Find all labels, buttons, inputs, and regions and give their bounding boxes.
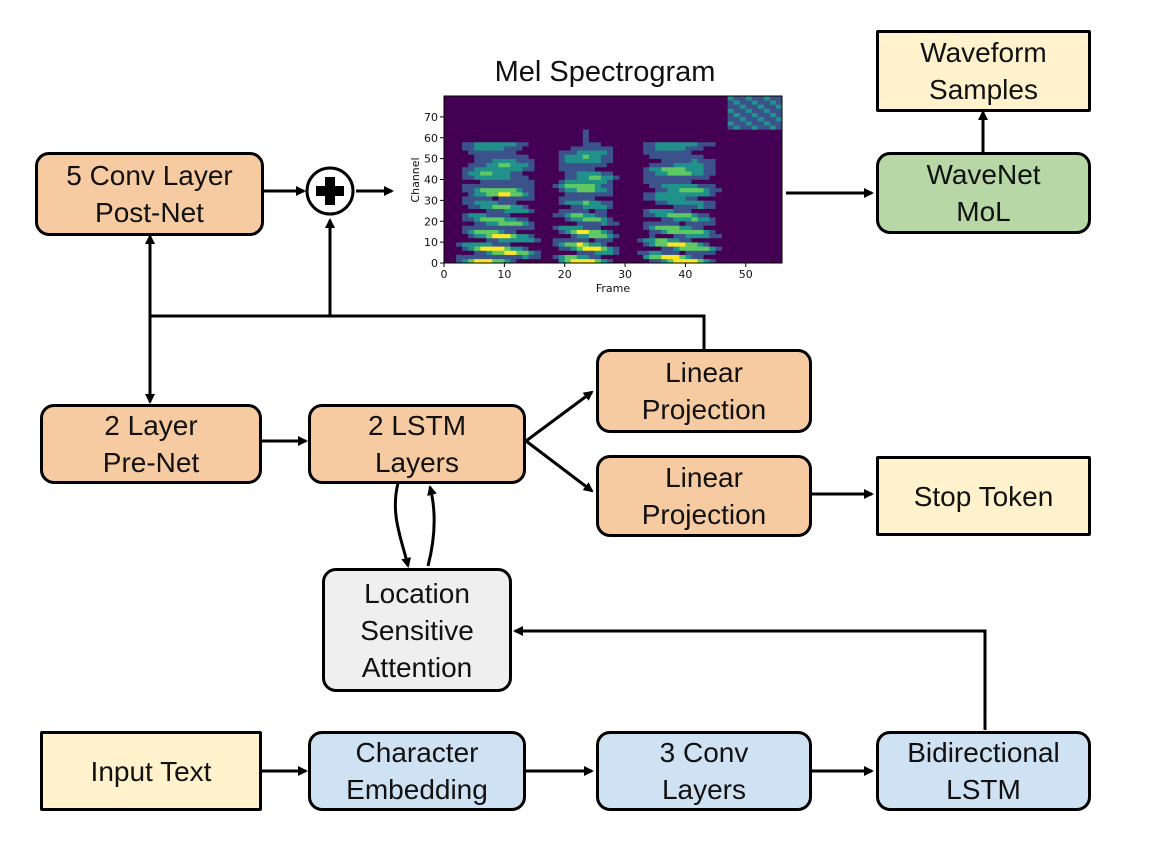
- input-text-box: Input Text: [40, 731, 262, 811]
- edge-lstm-to-attention: [393, 482, 412, 568]
- y-tick-label: 0: [431, 257, 438, 270]
- x-tick-label: 20: [558, 268, 572, 281]
- postnet-label-line: Post-Net: [95, 197, 204, 228]
- char-embed-label-line: Character: [355, 737, 479, 768]
- x-tick-label: 30: [618, 268, 632, 281]
- y-tick-label: 20: [424, 215, 438, 228]
- edge-lstm-to-linproj-top: [525, 390, 594, 443]
- lstm-label-line: 2 LSTM: [367, 410, 467, 441]
- mel-spectrogram-plot: 0 10 20 30 40 50 0 10 20 30 40 50 60 70 Frame Channe…: [409, 95, 783, 295]
- lstm-layers-box: 2 LSTM Layers: [308, 404, 526, 484]
- char-embed-label-line: Embedding: [346, 774, 488, 805]
- attention-label-line: Sensitive: [360, 614, 474, 646]
- postnet-label-line: 5 Conv Layer: [66, 160, 233, 191]
- waveform-label-line: Waveform: [920, 37, 1047, 68]
- wavenet-label-line: WaveNet: [926, 159, 1041, 190]
- linproj-bottom-label-line: Linear: [665, 462, 743, 493]
- attention-label-line: Attention: [361, 651, 473, 683]
- y-tick-label: 50: [424, 153, 438, 166]
- linproj-top-label-line: Linear: [665, 357, 743, 388]
- x-tick-label: 0: [441, 268, 448, 281]
- x-tick-label: 50: [739, 268, 753, 281]
- spectrogram-ylabel: Channel: [409, 157, 422, 202]
- spectrogram-title: Mel Spectrogram: [494, 56, 716, 88]
- y-tick-label: 30: [424, 194, 438, 207]
- y-tick-label: 70: [424, 111, 438, 124]
- prenet-label-line: 2 Layer: [104, 410, 198, 441]
- linproj-top-label-line: Projection: [641, 394, 767, 425]
- edge-bilstm-to-attention: [513, 626, 987, 730]
- edge-lstm-to-linproj-bottom: [525, 439, 594, 493]
- linproj-bottom-label-line: Projection: [641, 499, 767, 530]
- stop-token-label-line: Stop Token: [913, 480, 1054, 512]
- y-tick-label: 60: [424, 132, 438, 145]
- spectrogram-xlabel: Frame: [596, 282, 631, 295]
- conv3-label-line: Layers: [661, 774, 747, 805]
- attention-label-line: Location: [364, 577, 470, 609]
- input-text-label-line: Input Text: [90, 755, 212, 787]
- edge-linproj-feedback: [150, 314, 706, 349]
- bilstm-label-line: Bidirectional: [907, 737, 1060, 768]
- bilstm-label-line: LSTM: [946, 774, 1021, 805]
- conv3-label-line: 3 Conv: [659, 737, 749, 768]
- lstm-label-line: Layers: [374, 447, 460, 478]
- waveform-label-line: Samples: [929, 74, 1038, 105]
- stop-token-box: Stop Token: [876, 456, 1091, 536]
- sum-node: [305, 166, 355, 216]
- edge-attention-to-lstm: [426, 485, 437, 567]
- prenet-label-line: Pre-Net: [102, 447, 200, 478]
- x-tick-label: 40: [678, 268, 692, 281]
- x-tick-label: 10: [497, 268, 511, 281]
- y-tick-label: 40: [424, 174, 438, 187]
- y-tick-label: 10: [424, 236, 438, 249]
- wavenet-label-line: MoL: [956, 196, 1011, 227]
